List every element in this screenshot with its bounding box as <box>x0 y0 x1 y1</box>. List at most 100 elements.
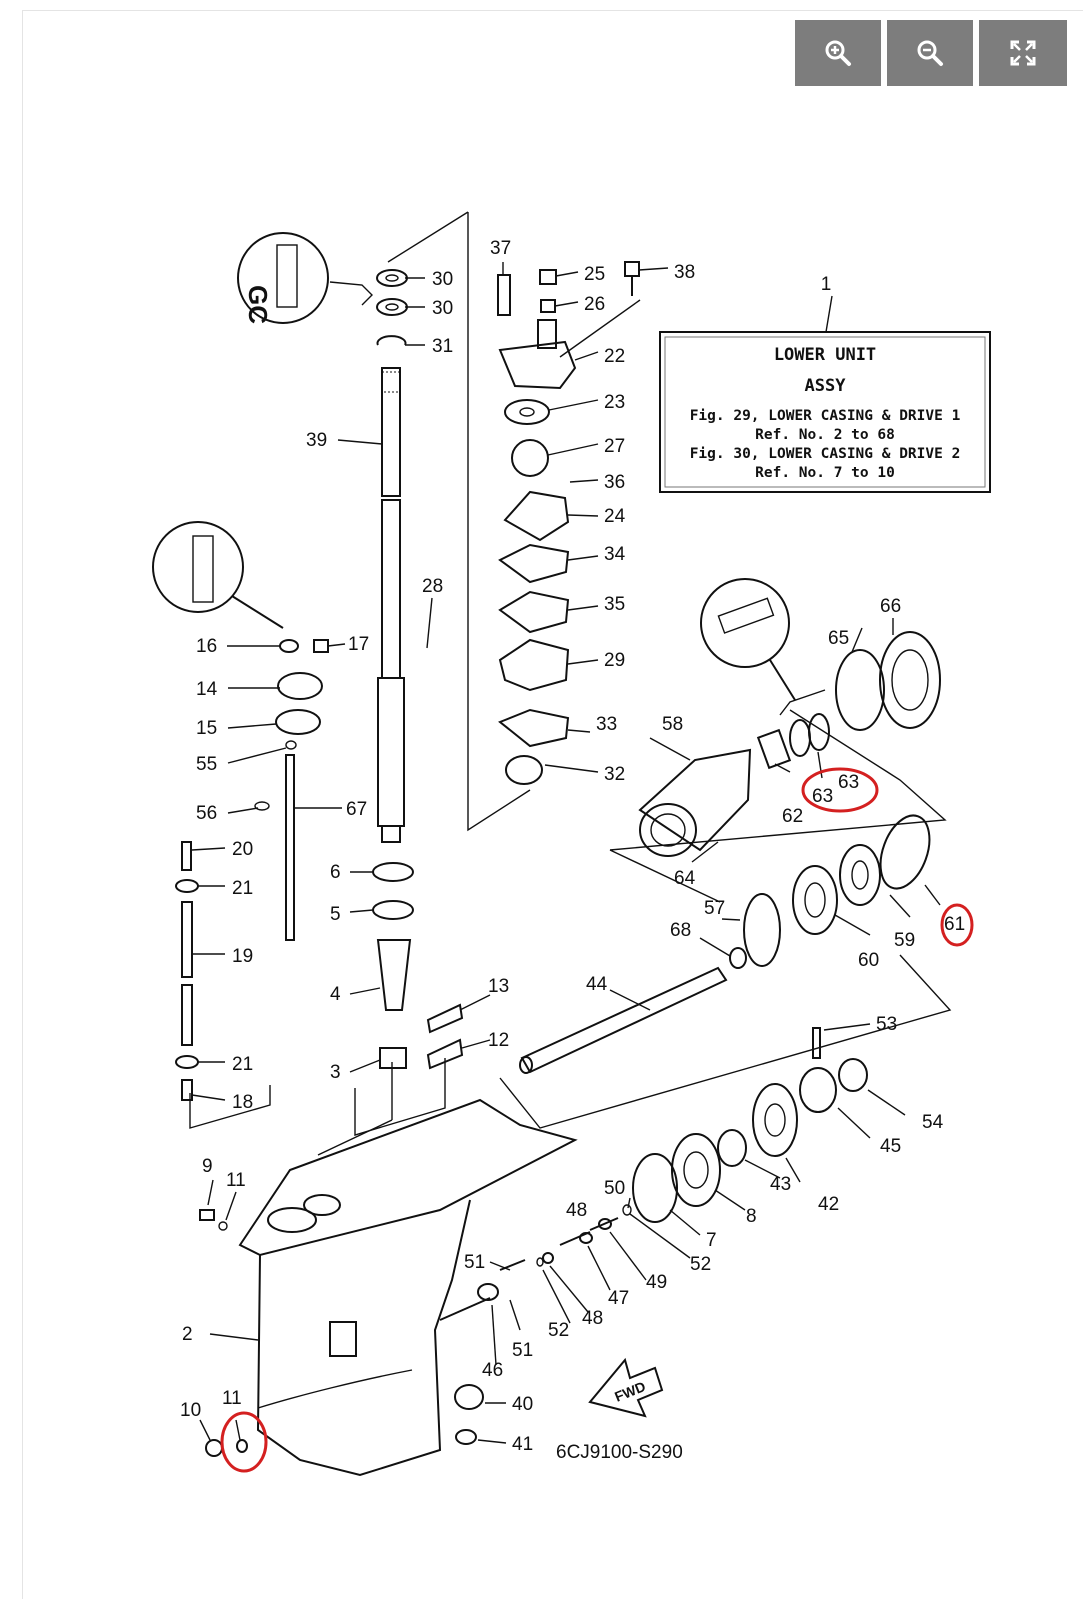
viewer-frame <box>22 10 1083 1599</box>
label-19: 19 <box>232 946 253 967</box>
bearing-30 <box>376 269 408 346</box>
label-17: 17 <box>348 634 369 655</box>
label-35: 35 <box>604 594 625 615</box>
label-6: 6 <box>330 862 341 883</box>
label-59: 59 <box>894 930 915 951</box>
diagram-code: 6CJ9100-S290 <box>556 1442 683 1463</box>
label-48b: 48 <box>582 1308 603 1329</box>
zoom-in-button[interactable] <box>795 20 881 86</box>
label-55: 55 <box>196 754 217 775</box>
label-43: 43 <box>770 1174 791 1195</box>
label-21b: 21 <box>232 1054 253 1075</box>
label-34: 34 <box>604 544 626 565</box>
shift-linkage <box>175 639 329 1101</box>
label-30a: 30 <box>432 269 453 290</box>
label-40: 40 <box>512 1394 533 1415</box>
label-44: 44 <box>586 974 608 995</box>
label-4: 4 <box>330 984 341 1005</box>
zoom-out-button[interactable] <box>887 20 973 86</box>
highlight-63 <box>801 767 879 813</box>
label-15: 15 <box>196 718 217 739</box>
label-51b: 51 <box>512 1340 533 1361</box>
zoom-out-icon <box>917 40 943 66</box>
label-14: 14 <box>196 679 218 700</box>
label-27: 27 <box>604 436 625 457</box>
label-2: 2 <box>182 1324 193 1345</box>
gear-housing-group <box>638 631 941 969</box>
label-11a: 11 <box>226 1170 246 1191</box>
label-8: 8 <box>746 1206 757 1227</box>
label-57: 57 <box>704 898 725 919</box>
label-58: 58 <box>662 714 683 735</box>
label-11b: 11 <box>222 1388 242 1409</box>
label-60: 60 <box>858 950 879 971</box>
water-pump-parts <box>497 261 640 785</box>
leader-lines <box>191 262 941 1444</box>
fullscreen-button[interactable] <box>979 20 1067 86</box>
label-20: 20 <box>232 839 253 860</box>
label-53: 53 <box>876 1014 897 1035</box>
grease-callout-right <box>700 578 826 716</box>
label-36: 36 <box>604 472 625 493</box>
grease-callout-top: GC <box>237 232 373 324</box>
label-41: 41 <box>512 1434 533 1455</box>
title-line2: ASSY <box>805 376 847 396</box>
propeller-shaft-bearing-parts <box>372 862 464 1070</box>
label-39: 39 <box>306 430 327 451</box>
group-outlines <box>189 211 952 1156</box>
title-line6: Ref. No. 7 to 10 <box>755 465 895 481</box>
label-46: 46 <box>482 1360 503 1381</box>
label-16: 16 <box>196 636 217 657</box>
label-49: 49 <box>646 1272 667 1293</box>
label-68: 68 <box>670 920 691 941</box>
highlight-11 <box>220 1411 268 1473</box>
label-37: 37 <box>490 238 511 259</box>
label-62: 62 <box>782 806 803 827</box>
label-50: 50 <box>604 1178 625 1199</box>
highlight-marks <box>220 767 974 1473</box>
label-22: 22 <box>604 346 625 367</box>
label-52a: 52 <box>690 1254 711 1275</box>
label-54: 54 <box>922 1112 944 1133</box>
label-66: 66 <box>880 596 901 617</box>
highlight-61 <box>940 903 974 947</box>
label-33: 33 <box>596 714 617 735</box>
fwd-arrow-icon: FWD <box>588 1357 664 1418</box>
label-18: 18 <box>232 1092 253 1113</box>
label-30b: 30 <box>432 298 453 319</box>
label-3: 3 <box>330 1062 341 1083</box>
grease-callout-left <box>152 521 284 629</box>
zoom-in-icon <box>825 40 851 66</box>
label-65: 65 <box>828 628 849 649</box>
label-9: 9 <box>202 1156 213 1177</box>
label-31: 31 <box>432 336 453 357</box>
label-52b: 52 <box>548 1320 569 1341</box>
label-12: 12 <box>488 1030 509 1051</box>
title-line1: LOWER UNIT <box>774 345 876 365</box>
label-23: 23 <box>604 392 625 413</box>
title-line3: Fig. 29, LOWER CASING & DRIVE 1 <box>690 408 961 424</box>
label-26: 26 <box>584 294 605 315</box>
label-29: 29 <box>604 650 625 671</box>
label-42: 42 <box>818 1194 839 1215</box>
label-51a: 51 <box>464 1252 485 1273</box>
shift-plunger-parts <box>439 1204 632 1445</box>
label-63a: 63 <box>838 772 859 793</box>
drive-shaft <box>377 367 405 843</box>
title-box: 1 LOWER UNIT ASSY Fig. 29, LOWER CASING … <box>659 274 991 493</box>
label-13: 13 <box>488 976 509 997</box>
label-5: 5 <box>330 904 341 925</box>
label-64: 64 <box>674 868 696 889</box>
label-38: 38 <box>674 262 695 283</box>
label-28: 28 <box>422 576 443 597</box>
fullscreen-icon <box>1010 40 1036 66</box>
label-10: 10 <box>180 1400 201 1421</box>
reverse-gear-group <box>632 1027 868 1223</box>
title-line4: Ref. No. 2 to 68 <box>755 427 895 443</box>
label-47: 47 <box>608 1288 629 1309</box>
part-labels: 30 30 31 37 25 38 26 22 23 27 36 24 34 3… <box>180 238 965 1455</box>
svg-text:GC: GC <box>243 285 273 324</box>
propeller-shaft <box>519 966 728 1074</box>
label-63b: 63 <box>812 786 833 807</box>
